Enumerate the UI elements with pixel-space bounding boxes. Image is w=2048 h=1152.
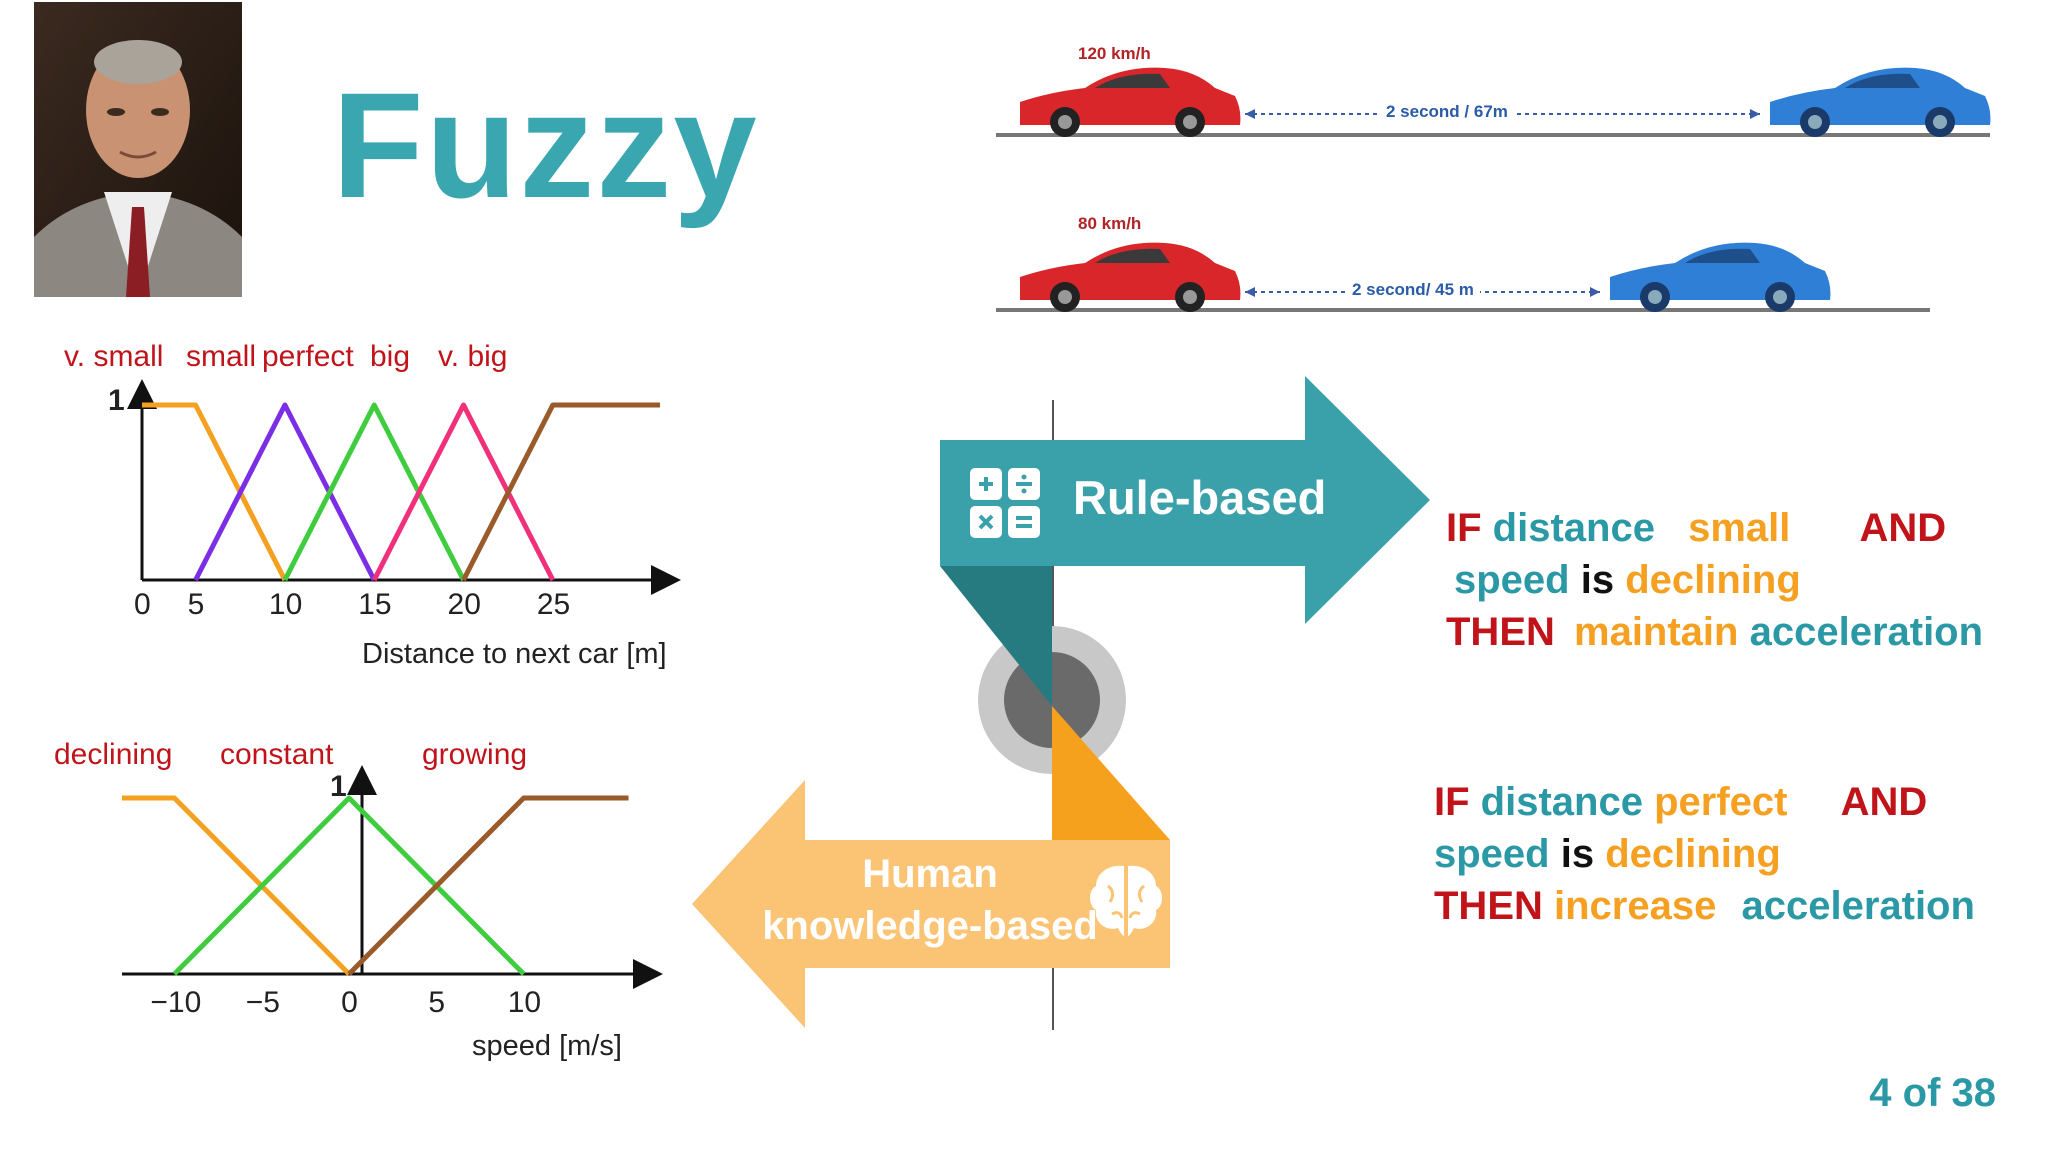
series-line-big bbox=[371, 402, 556, 582]
series-label-growing: growing bbox=[422, 738, 528, 771]
rule-1-line-1: IF distance small AND bbox=[1446, 502, 1983, 554]
rule-2-if: IF bbox=[1434, 780, 1481, 824]
speed-chart-svg bbox=[122, 765, 663, 989]
series-line-constant bbox=[172, 795, 526, 976]
rule-2-acceleration: acceleration bbox=[1741, 884, 1975, 928]
series-line-small bbox=[193, 402, 377, 582]
rule-2-and: AND bbox=[1840, 780, 1928, 824]
speed-y-tick-1: 1 bbox=[330, 770, 347, 803]
human-knowledge-label: Human knowledge-based bbox=[680, 848, 1180, 952]
x-tick-label: 0 bbox=[134, 588, 151, 621]
x-tick-label: 10 bbox=[268, 588, 303, 621]
rule-1-line-3: THEN maintain acceleration bbox=[1446, 606, 1983, 658]
calculator-icon bbox=[970, 468, 1040, 538]
series-line-v-big bbox=[461, 402, 660, 582]
rule-1-speed: speed bbox=[1454, 558, 1581, 602]
series-line-growing bbox=[347, 795, 629, 976]
rule-1-action: maintain bbox=[1574, 610, 1750, 654]
rule-1-declining: declining bbox=[1625, 558, 1801, 602]
human-fold bbox=[1052, 706, 1170, 840]
rule-2-speed: speed bbox=[1434, 832, 1561, 876]
rule-based-label: Rule-based bbox=[1073, 471, 1327, 524]
x-tick-label: 25 bbox=[536, 588, 571, 621]
x-tick-label: −10 bbox=[150, 986, 202, 1019]
distance-chart-svg bbox=[127, 379, 681, 595]
series-label-declining: declining bbox=[54, 738, 173, 771]
approach-arrows: Rule-based Human knowledge-based bbox=[680, 370, 1440, 1040]
red-car-bottom bbox=[1020, 242, 1241, 312]
rule-1-then: THEN bbox=[1446, 610, 1566, 654]
blue-car-bottom bbox=[1610, 242, 1831, 312]
series-label-constant: constant bbox=[220, 738, 334, 771]
series-label-v-small: v. small bbox=[64, 340, 164, 373]
gap-label-top: 2 second / 67m bbox=[1380, 102, 1514, 122]
rule-2-term: perfect bbox=[1654, 780, 1788, 824]
slide-title: Fuzzy bbox=[332, 61, 759, 229]
x-tick-label: −5 bbox=[245, 986, 280, 1019]
speed-membership-chart: 1 −10 −5 0 5 10 speed [m/s] declining constan… bbox=[0, 720, 760, 1080]
rule-2-then: THEN bbox=[1434, 884, 1554, 928]
x-tick-label: 20 bbox=[447, 588, 481, 621]
red-car-top bbox=[1020, 67, 1241, 137]
x-tick-label: 5 bbox=[187, 588, 205, 621]
rule-1: IF distance small AND speed is declining… bbox=[1446, 502, 1983, 658]
series-label-big: big bbox=[370, 340, 411, 373]
rule-2-declining: declining bbox=[1605, 832, 1781, 876]
x-tick-label: 15 bbox=[358, 588, 392, 621]
speed-label-top: 120 km/h bbox=[1078, 44, 1151, 63]
rule-2-line-3: THEN increase acceleration bbox=[1434, 880, 1975, 932]
rule-based-arrow bbox=[940, 376, 1430, 624]
human-label-line2: knowledge-based bbox=[762, 904, 1098, 948]
cars-illustration: 120 km/h 2 second / 67m 80 km/h 2 second… bbox=[990, 30, 2010, 330]
series-line-perfect bbox=[282, 402, 466, 582]
series-label-small: small bbox=[186, 340, 257, 373]
rule-2-action: increase bbox=[1554, 884, 1728, 928]
distance-y-tick-1: 1 bbox=[108, 384, 125, 417]
distance-membership-chart: 1 0 5 10 15 20 25 Distance to next car [m] v.… bbox=[0, 320, 760, 680]
rule-fold bbox=[940, 566, 1052, 706]
rule-1-if: IF bbox=[1446, 506, 1493, 550]
rule-2-is: is bbox=[1560, 832, 1606, 876]
series-line-declining bbox=[122, 795, 351, 976]
brain-icon bbox=[1090, 865, 1162, 936]
human-label-line1: Human bbox=[862, 852, 998, 896]
rule-1-distance: distance bbox=[1492, 506, 1667, 550]
series-line-v-small bbox=[142, 402, 288, 582]
gap-label-bottom: 2 second/ 45 m bbox=[1346, 280, 1480, 300]
x-tick-label: 5 bbox=[428, 986, 446, 1019]
rule-1-acceleration: acceleration bbox=[1749, 610, 1984, 654]
rule-2-line-1: IF distance perfect AND bbox=[1434, 776, 1975, 828]
portrait-photo bbox=[34, 2, 242, 297]
distance-axis-title: Distance to next car [m] bbox=[362, 638, 667, 670]
speed-label-bottom: 80 km/h bbox=[1078, 214, 1142, 233]
rule-2: IF distance perfect AND speed is declini… bbox=[1434, 776, 1975, 932]
human-knowledge-arrow bbox=[692, 780, 1170, 1028]
x-tick-label: 10 bbox=[507, 986, 542, 1019]
rule-2-line-2: speed is declining bbox=[1434, 828, 1975, 880]
series-label-v-big: v. big bbox=[438, 340, 508, 373]
rule-2-distance: distance bbox=[1480, 780, 1655, 824]
rule-1-line-2: speed is declining bbox=[1454, 554, 1983, 606]
rule-1-is: is bbox=[1580, 558, 1626, 602]
blue-car-top bbox=[1770, 67, 1991, 137]
x-tick-label: 0 bbox=[341, 986, 358, 1019]
page-indicator: 4 of 38 bbox=[1869, 1071, 1996, 1115]
speed-axis-title: speed [m/s] bbox=[472, 1030, 622, 1062]
rule-1-and: AND bbox=[1859, 506, 1947, 550]
series-label-perfect: perfect bbox=[262, 340, 354, 373]
rule-1-term: small bbox=[1688, 506, 1791, 550]
